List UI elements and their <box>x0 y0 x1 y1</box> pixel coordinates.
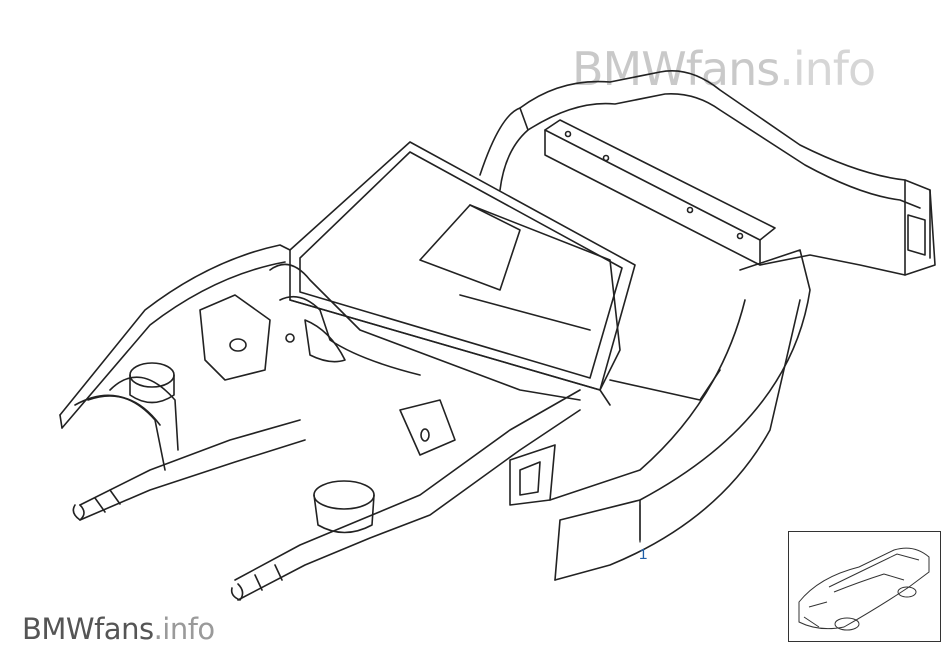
thumbnail-preview[interactable] <box>788 531 941 642</box>
left-front-rail <box>72 419 306 521</box>
floor-pan <box>419 204 721 401</box>
left-front-arch <box>59 244 291 471</box>
watermark-top-main: BMWfans <box>572 42 780 96</box>
windshield-frame <box>289 141 636 406</box>
car-icon <box>798 547 930 631</box>
watermark-top-suffix: .info <box>779 42 876 96</box>
shock-towers <box>129 294 456 534</box>
right-front-rail <box>230 389 581 601</box>
rear-hoop <box>479 70 936 276</box>
watermark-bottom: BMWfans.info <box>22 612 215 646</box>
watermark-bottom-main: BMWfans <box>22 612 154 646</box>
watermark-top: BMWfans.info <box>572 42 876 96</box>
cowl <box>269 263 581 401</box>
rear-cross-member <box>544 119 776 266</box>
watermark-bottom-suffix: .info <box>153 612 216 646</box>
callout-1-label[interactable]: 1 <box>639 546 648 563</box>
right-sill <box>549 249 811 581</box>
